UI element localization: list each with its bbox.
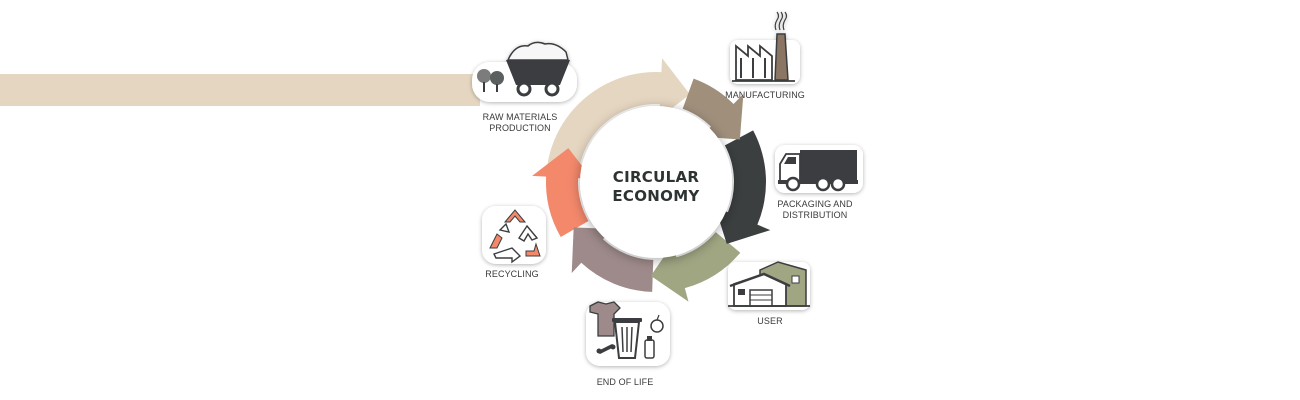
center-title: CIRCULAR ECONOMY <box>581 168 731 206</box>
house-icon <box>728 261 810 310</box>
stage-label-recycling: RECYCLING <box>485 269 539 279</box>
cycle-arrow-packaging <box>714 130 771 244</box>
center-title-line1: CIRCULAR <box>612 168 700 186</box>
cycle-arrow-recycling <box>532 148 593 237</box>
input-band <box>0 74 480 106</box>
delivery-truck-icon <box>775 145 863 193</box>
cycle-arrow-end-of-life <box>571 227 654 292</box>
trash-bin-icon <box>586 301 670 366</box>
mine-cart-icon <box>472 41 577 102</box>
center-disc <box>580 106 732 258</box>
stage-label-end-of-life: END OF LIFE <box>596 377 654 387</box>
cycle-ring <box>532 58 771 302</box>
factory-icon <box>730 11 800 84</box>
stage-label-user: USER <box>757 316 783 326</box>
cycle-arrow-raw-materials <box>546 58 690 211</box>
stage-label-raw-materials: RAW MATERIALS PRODUCTION <box>482 112 558 133</box>
cycle-arrow-manufacturing <box>682 78 744 140</box>
center-title-line2: ECONOMY <box>612 187 700 205</box>
stage-label-packaging: PACKAGING AND DISTRIBUTION <box>777 199 853 220</box>
stage-label-manufacturing: MANUFACTURING <box>725 90 805 100</box>
recycle-icon <box>482 206 546 264</box>
